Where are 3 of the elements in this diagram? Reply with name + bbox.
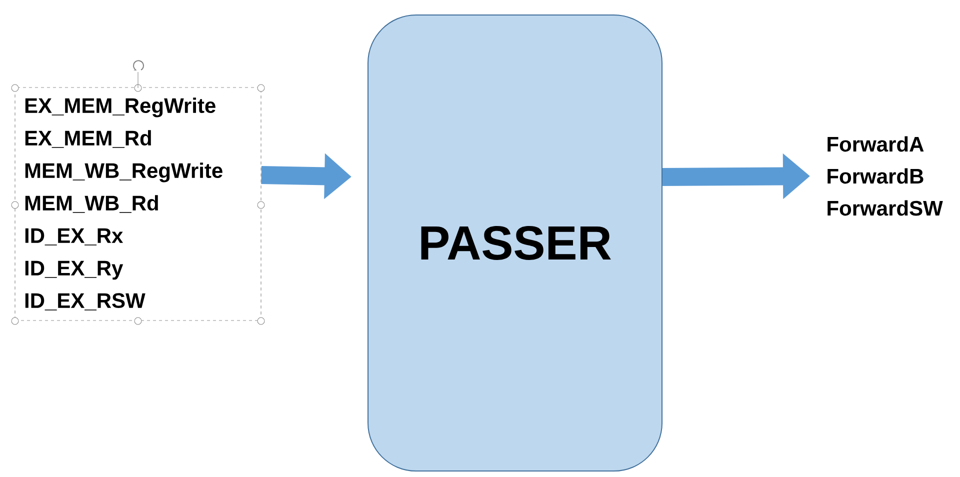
signal-list: EX_MEM_RegWrite EX_MEM_Rd MEM_WB_RegWrite MEM_WB_Rd ID_EX_Rx ID_EX_Ry ID_EX_RSW [14, 87, 262, 321]
process-box: PASSER [368, 14, 662, 472]
signal-list: ForwardA ForwardB ForwardSW [828, 136, 943, 216]
